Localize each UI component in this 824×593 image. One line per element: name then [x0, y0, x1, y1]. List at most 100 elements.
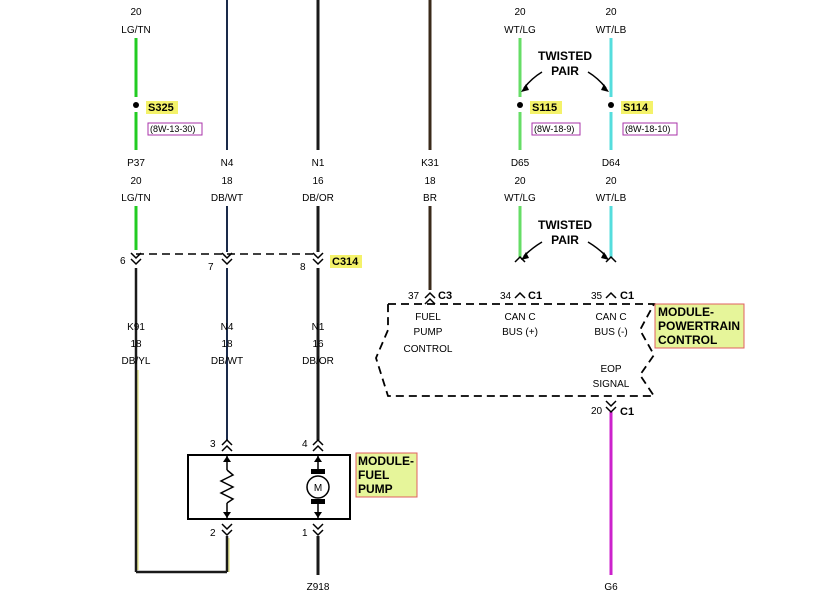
c314-pin-8: 8 — [300, 262, 306, 273]
fuel-pump-connector-chevrons — [221, 438, 324, 537]
c314-chevron-6a — [130, 252, 142, 260]
splice-s114-id: S114 — [623, 102, 649, 114]
lower-wire-gauge-0: 18 — [130, 339, 142, 350]
c314-pin-7: 7 — [208, 262, 214, 273]
pcm-func-control: CONTROL — [404, 344, 453, 355]
mid-wire-color-1: DB/WT — [211, 193, 243, 204]
lower-wire-color-0: DB/YL — [122, 356, 151, 367]
top-wire-gauge-0: 20 — [130, 7, 142, 18]
pcm-conn-c3: C3 — [438, 290, 452, 302]
pcm-func-pump: PUMP — [414, 327, 443, 338]
splice-s325-ref-box — [147, 122, 203, 136]
mid-wire-gauge-2: 16 — [312, 176, 324, 187]
splice-s114-ref-box — [622, 122, 678, 136]
mid-wire-gauge-5: 20 — [605, 176, 617, 187]
splice-s114-ref: (8W-18-10) — [625, 124, 670, 134]
c314-label: C314 — [332, 256, 359, 268]
mid-wire-gauge-0: 20 — [130, 176, 142, 187]
pcm-title-box — [654, 303, 745, 349]
twisted-pair-upper-line2: PAIR — [551, 64, 579, 78]
fp-resistor-zigzag — [219, 469, 235, 504]
pcm-conn-c1-eop: C1 — [620, 406, 634, 418]
splice-dot-s114 — [608, 102, 614, 108]
fuel-pump-title-line2: FUEL — [358, 468, 389, 482]
pcm-pin-37: 37 — [408, 291, 420, 302]
twisted-pair-upper-line1: TWISTED — [538, 49, 592, 63]
fuel-pump-title-line1: MODULE- — [358, 454, 414, 468]
lower-wire-circuit-2: N1 — [312, 322, 325, 333]
mid-wire-gauge-4: 20 — [514, 176, 526, 187]
pcm-func-canc-minus-2: BUS (-) — [594, 327, 627, 338]
mid-wire-gauge-3: 18 — [424, 176, 436, 187]
twisted-pair-lower-line1: TWISTED — [538, 218, 592, 232]
fp-pin-2: 2 — [210, 528, 216, 539]
mid-wire-color-4: WT/LG — [504, 193, 536, 204]
pcm-pin-35: 35 — [591, 291, 603, 302]
top-wire-color-2: WT/LB — [596, 25, 627, 36]
pcm-chevron-20a — [605, 400, 617, 408]
lower-wire-circuit-0: K91 — [127, 322, 145, 333]
pcm-pin-34: 34 — [500, 291, 512, 302]
fp-chevron-1b — [312, 529, 324, 537]
fp-chevron-1a — [312, 523, 324, 531]
twisted-pair-upper-arrowhead-right — [601, 84, 609, 92]
c314-chevrons — [130, 252, 324, 266]
lower-wire-color-2: DB/OR — [302, 356, 334, 367]
twisted-pair-lower-arrowhead-left — [521, 252, 529, 260]
pcm-chevron-34b — [514, 291, 526, 299]
lower-wire-gauge-1: 18 — [221, 339, 233, 350]
fuel-pump-title-box — [355, 452, 418, 498]
mid-wire-circuit-2: N1 — [312, 158, 325, 169]
c314-chevron-6b — [130, 258, 142, 266]
mid-wire-gauge-1: 18 — [221, 176, 233, 187]
fp-motor-brush-top — [311, 469, 325, 474]
top-wire-color-1: WT/LG — [504, 25, 536, 36]
pcm-func-canc-minus-1: CAN C — [595, 312, 626, 323]
mid-wire-circuit-1: N4 — [221, 158, 234, 169]
pcm-chevron-35a — [605, 255, 617, 263]
splice-s325-ref: (8W-13-30) — [150, 124, 195, 134]
c314-chevron-7a — [221, 252, 233, 260]
ground-label-g6: G6 — [604, 582, 618, 593]
fp-chevron-3b — [221, 444, 233, 452]
pcm-conn-c1-a: C1 — [528, 290, 542, 302]
fp-resistor-arrow-bottom — [223, 512, 231, 518]
pcm-title-line2: POWERTRAIN — [658, 319, 740, 333]
mid-wire-color-5: WT/LB — [596, 193, 627, 204]
mid-wire-color-2: DB/OR — [302, 193, 334, 204]
lower-wire-color-1: DB/WT — [211, 356, 243, 367]
fp-pin-3: 3 — [210, 439, 216, 450]
splice-s115-id: S115 — [532, 102, 557, 114]
top-wire-color-0: LG/TN — [121, 25, 150, 36]
pcm-conn-c1-b: C1 — [620, 290, 634, 302]
fp-chevron-2a — [221, 523, 233, 531]
pcm-pin-20: 20 — [591, 406, 603, 417]
splice-dot-s325 — [133, 102, 139, 108]
c314-chevron-8b — [312, 258, 324, 266]
pcm-chevron-37b — [424, 297, 436, 305]
fp-chevron-2b — [221, 529, 233, 537]
pcm-eop-line1: EOP — [600, 364, 621, 375]
pcm-eop-line2: SIGNAL — [593, 379, 630, 390]
mid-wire-circuit-3: K31 — [421, 158, 439, 169]
pcm-title-line3: CONTROL — [658, 333, 717, 347]
pcm-chevron-37a — [424, 291, 436, 299]
mid-wire-circuit-5: D64 — [602, 158, 621, 169]
fuel-pump-title-line3: PUMP — [358, 482, 393, 496]
splice-s325-highlight — [146, 101, 178, 114]
fp-motor-symbol: M — [314, 483, 322, 494]
pcm-module-outline — [375, 303, 656, 397]
ground-label-z918: Z918 — [307, 582, 330, 593]
top-wire-gauge-2: 20 — [605, 7, 617, 18]
fp-motor-arrow-bottom — [314, 512, 322, 518]
fp-pin-1: 1 — [302, 528, 308, 539]
c314-pin-6: 6 — [120, 256, 126, 267]
fp-chevron-4b — [312, 444, 324, 452]
mid-wire-circuit-4: D65 — [511, 158, 530, 169]
c314-chevron-7b — [221, 258, 233, 266]
splice-s115-ref-box — [531, 122, 581, 136]
splice-s115-highlight — [530, 101, 562, 114]
mid-wire-labels: P37 20 LG/TN N4 18 DB/WT N1 16 DB/OR K31… — [121, 158, 626, 204]
fp-motor-brush-bottom — [311, 499, 325, 504]
